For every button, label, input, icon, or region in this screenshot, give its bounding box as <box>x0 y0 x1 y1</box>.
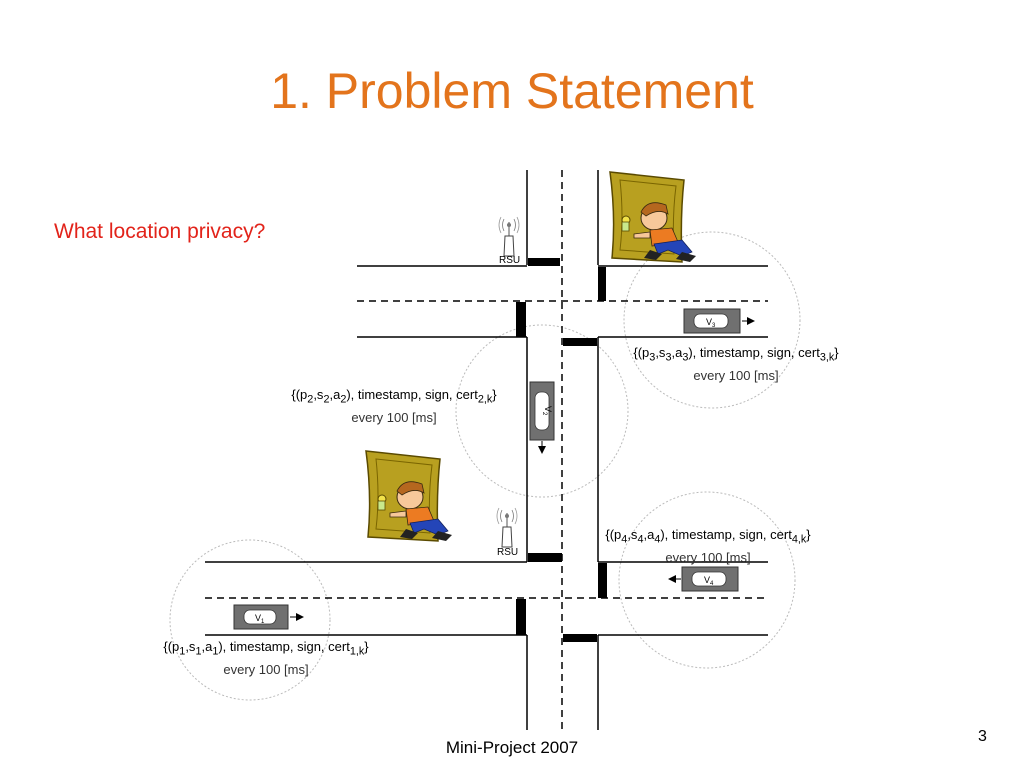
antenna-icon <box>498 216 520 257</box>
road-markers <box>516 258 607 642</box>
vehicle-icon-v3 <box>683 308 755 334</box>
range-circle-v4 <box>618 491 796 669</box>
vehicle-label-v4: V4 <box>704 575 714 587</box>
page-number: 3 <box>978 728 987 745</box>
road-edges <box>205 170 768 730</box>
antenna-icon <box>496 507 518 548</box>
message-v3: {(p3,s3,a3), timestamp, sign, cert3,k} e… <box>633 345 839 383</box>
vehicle-label-v2: V2 <box>541 406 553 416</box>
vehicle-label-v1: V1 <box>255 613 265 625</box>
lane-dividers <box>205 170 768 730</box>
vehicle-label-v3: V3 <box>706 317 716 329</box>
eavesdropper-icon <box>365 450 453 542</box>
vehicle-icon-v1 <box>233 604 304 630</box>
vehicle-icon-v2 <box>529 381 555 454</box>
message-v1: {(p1,s1,a1), timestamp, sign, cert1,k} e… <box>163 639 369 677</box>
eavesdropper-icon <box>609 171 697 263</box>
range-circle-v1 <box>169 539 331 701</box>
range-circle-v3 <box>623 231 801 409</box>
footer-text: Mini-Project 2007 <box>445 738 579 757</box>
rsu-label: RSU <box>497 547 519 558</box>
message-v4: {(p4,s4,a4), timestamp, sign, cert4,k} e… <box>605 527 811 565</box>
slide-title: 1. Problem Statement <box>270 63 754 119</box>
vehicle-icon-v4 <box>668 566 739 592</box>
slide-subtitle: What location privacy? <box>54 220 266 243</box>
range-circle-v2 <box>455 324 629 498</box>
rsu-label: RSU <box>499 255 521 266</box>
message-v2: {(p2,s2,a2), timestamp, sign, cert2,k} e… <box>291 387 497 425</box>
